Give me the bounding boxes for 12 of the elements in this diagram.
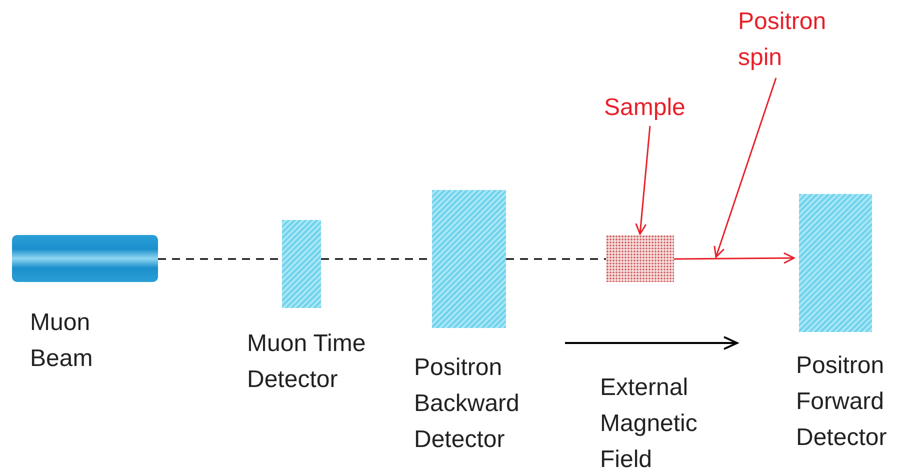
beam-line: [506, 258, 606, 260]
component-label: Positron Backward Detector: [414, 353, 520, 455]
component-label: Muon Time Detector: [247, 329, 367, 395]
component-label: Muon Beam: [30, 308, 94, 374]
leader-line: [714, 78, 777, 258]
leader-line: [635, 126, 651, 235]
callout-label: Sample: [604, 90, 694, 126]
arrow: [674, 252, 795, 264]
sample-block: [606, 235, 674, 282]
component-label: Positron Forward Detector: [796, 351, 888, 453]
field-label: External Magnetic Field: [600, 373, 698, 475]
callout-label: Positron spin: [738, 4, 838, 76]
